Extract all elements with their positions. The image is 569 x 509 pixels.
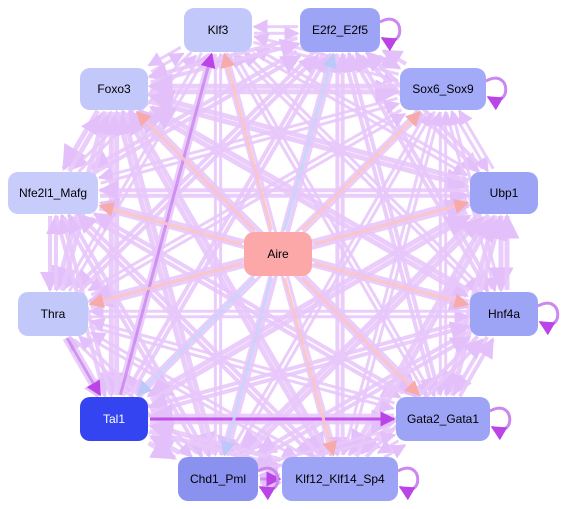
edge-aire-e2f2 [283,52,337,231]
edge-strong-thra-tal1 [65,337,102,397]
edge-aire-hnf4a [313,262,470,309]
node-box-gata2 [396,397,490,441]
edge-gata2-thra [89,317,396,405]
self-loop-hnf4a [537,301,560,336]
node-label-thra: Thra [41,307,66,321]
edge-aire-klf12 [283,277,338,457]
edge-hnf4a-chd1 [255,330,468,455]
node-box-sox6 [400,68,486,110]
edge-aire-gata2 [300,276,421,397]
edge-aire-chd1 [220,277,274,457]
node-box-klf3 [184,8,252,52]
edge-thra-gata2 [88,325,395,413]
edge-nfe2l1-gata2 [89,216,402,399]
node-gata2[interactable]: Gata2_Gata1 [396,397,490,441]
node-label-klf12: Klf12_Klf14_Sp4 [295,472,385,486]
node-label-hnf4a: Hnf4a [488,307,520,321]
node-box-hnf4a [470,292,538,336]
edge-aire-klf3 [220,52,274,231]
node-label-chd1: Chd1_Pml [190,472,246,486]
edge-klf12-gata2 [383,443,407,459]
node-box-aire [244,232,312,276]
node-foxo3[interactable]: Foxo3 [80,68,148,110]
node-chd1[interactable]: Chd1_Pml [178,457,258,501]
node-box-chd1 [178,457,258,501]
node-tal1[interactable]: Tal1 [80,397,148,441]
edge-gata2-nfe2l1 [92,212,405,395]
node-thra[interactable]: Thra [18,292,88,336]
edge-foxo3-hnf4a [147,110,469,298]
self-loop-e2f2 [379,17,402,52]
edge-aire-thra [88,262,243,308]
edge-tal1-ubp1 [150,214,472,403]
edge-aire-tal1 [136,276,256,397]
edge-chd1-sox6 [232,111,434,457]
edge-aire-ubp1 [313,198,470,246]
node-box-thra [18,292,88,336]
node-label-ubp1: Ubp1 [490,186,519,200]
edge-klf3-foxo3 [147,45,182,67]
self-loop-klf12 [397,466,420,501]
edge-gata2-klf3 [232,51,433,395]
node-label-klf3: Klf3 [208,23,229,37]
node-label-sox6: Sox6_Sox9 [412,82,474,96]
edge-thra-sox6 [90,112,407,297]
edge-gata2-hnf4a [458,337,495,398]
node-box-foxo3 [80,68,148,110]
edge-chd1-hnf4a [260,335,471,460]
edge-ubp1-e2f2 [365,50,485,170]
node-ubp1[interactable]: Ubp1 [470,172,538,214]
node-box-tal1 [80,397,148,441]
edge-e2f2-tal1 [123,51,326,396]
node-box-ubp1 [470,172,538,214]
edge-sox6-e2f2 [381,48,407,69]
edge-ubp1-sox6 [458,109,495,170]
edge-ubp1-tal1 [146,209,468,398]
node-klf3[interactable]: Klf3 [184,8,252,52]
node-label-foxo3: Foxo3 [97,82,131,96]
edge-sox6-thra [87,108,403,292]
node-box-klf12 [282,457,398,501]
node-e2f2[interactable]: E2f2_E2f5 [300,8,380,52]
edge-aire-foxo3 [135,110,256,232]
node-hnf4a[interactable]: Hnf4a [470,292,538,336]
self-loop-gata2 [489,406,512,441]
node-aire[interactable]: Aire [244,232,312,276]
node-box-e2f2 [300,8,380,52]
self-loop-sox6 [485,76,508,111]
self-loop-chd1 [257,466,280,501]
edge-hnf4a-foxo3 [149,105,471,293]
node-label-tal1: Tal1 [103,412,125,426]
node-label-gata2: Gata2_Gata1 [407,412,479,426]
edge-aire-sox6 [300,110,422,232]
edge-gata2-klf12 [376,439,400,455]
edge-aire-nfe2l1 [98,202,243,246]
node-sox6[interactable]: Sox6_Sox9 [400,68,486,110]
node-box-nfe2l1 [8,172,98,214]
node-klf12[interactable]: Klf12_Klf14_Sp4 [282,457,398,501]
node-nfe2l1[interactable]: Nfe2l1_Mafg [8,172,98,214]
node-label-aire: Aire [267,247,289,261]
node-label-e2f2: E2f2_E2f5 [312,23,368,37]
node-label-nfe2l1: Nfe2l1_Mafg [19,186,87,200]
